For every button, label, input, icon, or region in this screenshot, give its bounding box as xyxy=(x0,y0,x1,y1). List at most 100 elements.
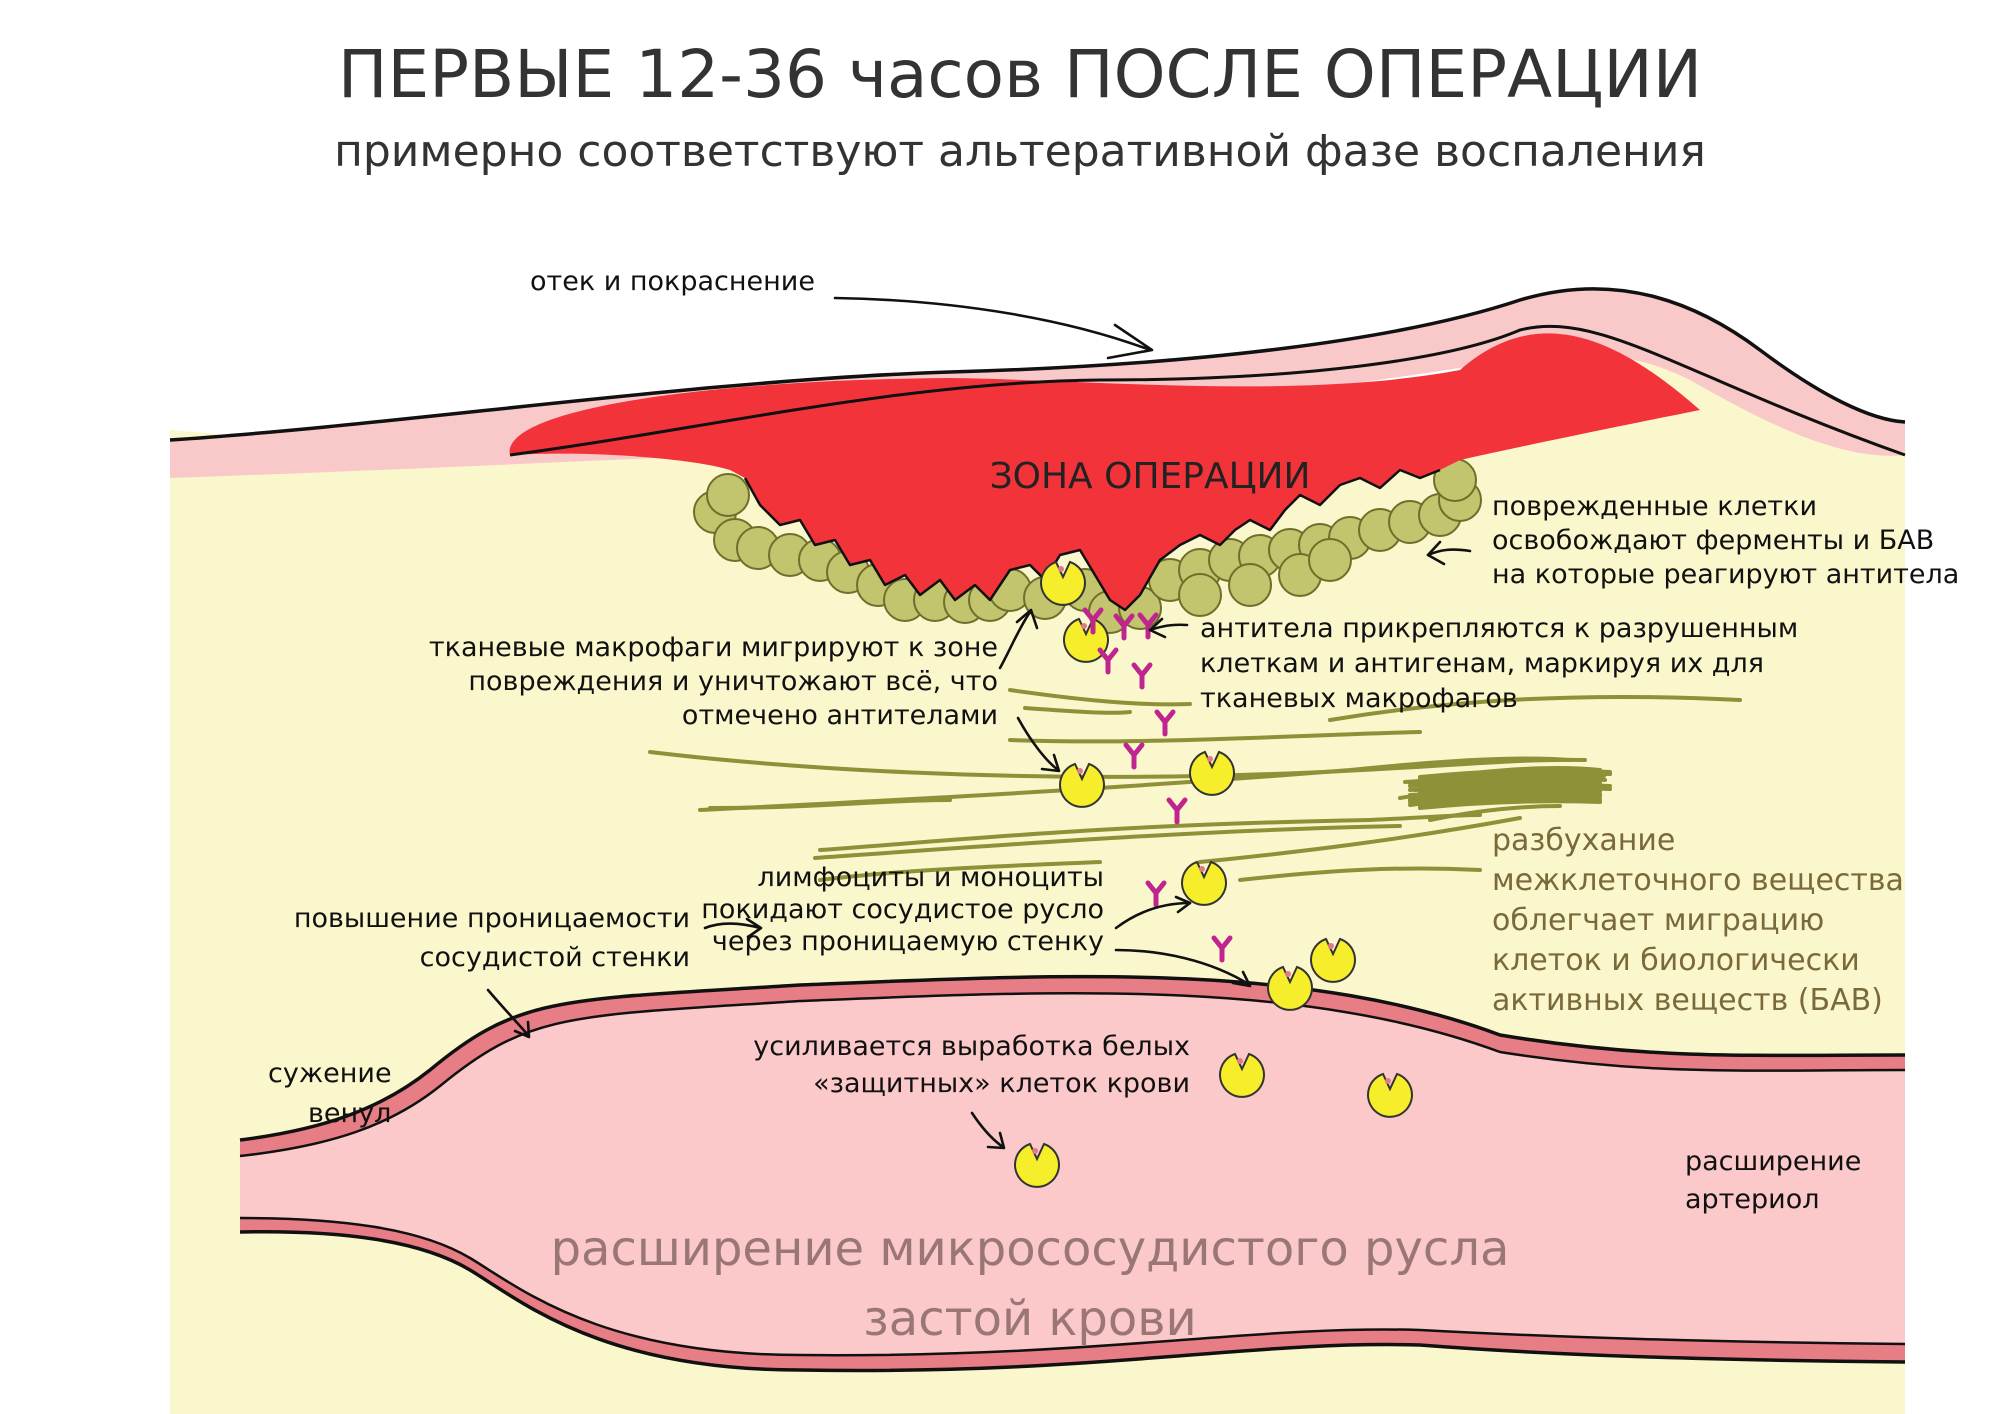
label-lymphocytes-line: покидают сосудистое русло xyxy=(701,894,1104,925)
antibody xyxy=(1137,612,1159,640)
macrophage-body xyxy=(1367,1072,1413,1118)
label-white-cells-line: усиливается выработка белых xyxy=(753,1031,1190,1062)
macrophage-body xyxy=(1267,965,1313,1011)
label-swelling: разбухание межклеточного вещества облегч… xyxy=(1492,823,1904,1018)
macrophage xyxy=(1310,937,1356,983)
arrow-edema xyxy=(833,296,1152,352)
macrophage xyxy=(1189,750,1235,796)
macrophage-body xyxy=(1219,1052,1265,1098)
label-permeability: повышение проницаемости сосудистой стенк… xyxy=(294,903,690,973)
label-macrophages: тканевые макрофаги мигрируют к зоне повр… xyxy=(429,632,998,731)
macrophage-body xyxy=(1040,560,1086,606)
label-arterioles-line: расширение xyxy=(1685,1146,1861,1177)
macrophage-granule xyxy=(1285,971,1291,977)
damaged-cell xyxy=(1178,573,1222,617)
macrophage xyxy=(1219,1052,1265,1098)
antibody xyxy=(1166,797,1188,825)
label-arterioles-line: артериол xyxy=(1685,1184,1820,1215)
label-macrophages-line: повреждения и уничтожают всё, что xyxy=(468,666,998,697)
damaged-cell xyxy=(1228,563,1272,607)
macrophage xyxy=(1367,1072,1413,1118)
label-swelling-line: активных веществ (БАВ) xyxy=(1492,983,1883,1018)
macrophage-granule xyxy=(1385,1078,1391,1084)
skin-outline-top xyxy=(169,287,1906,442)
macrophage-body xyxy=(1059,762,1105,808)
label-venule: сужение венул xyxy=(268,1058,392,1129)
macrophages xyxy=(1014,560,1413,1188)
label-permeability-line: сосудистой стенки xyxy=(420,942,690,973)
macrophage-body xyxy=(1310,937,1356,983)
vessel-lumen xyxy=(240,993,1905,1356)
macrophage xyxy=(1059,762,1105,808)
antibodies xyxy=(1082,607,1233,963)
label-antibodies-line: тканевых макрофагов xyxy=(1200,683,1518,714)
macrophage-body xyxy=(1189,750,1235,796)
macrophage xyxy=(1014,1142,1060,1188)
label-venule-line: венул xyxy=(308,1098,391,1129)
label-bottom: расширение микрососудистого русла застой… xyxy=(551,1221,1510,1347)
label-macrophages-line: отмечено антителами xyxy=(682,700,998,731)
macrophage xyxy=(1040,560,1086,606)
macrophage xyxy=(1267,965,1313,1011)
label-swelling-line: облегчает миграцию xyxy=(1492,903,1824,938)
antibody xyxy=(1145,880,1167,908)
arrow-antibodies xyxy=(1148,623,1189,632)
arrow-lymphocytes-1 xyxy=(1114,901,1192,930)
macrophage-body xyxy=(1181,860,1227,906)
antibody xyxy=(1154,709,1176,737)
antibody xyxy=(1113,613,1135,641)
antibody xyxy=(1123,742,1145,770)
label-lymphocytes-line: лимфоциты и моноциты xyxy=(758,862,1105,893)
label-permeability-line: повышение проницаемости xyxy=(294,903,690,934)
macrophage-body xyxy=(1063,617,1109,663)
damaged-cells xyxy=(693,458,1482,634)
arrow-white-cells xyxy=(970,1111,1005,1149)
macrophage xyxy=(1063,617,1109,663)
arrow-permeability xyxy=(703,922,762,930)
arrow-macrophages-up xyxy=(998,610,1032,670)
label-white-cells-line: «защитных» клеток крови xyxy=(813,1068,1190,1099)
page-subtitle: примерно соответствуют альтеративной фаз… xyxy=(334,126,1706,177)
label-bottom-line: застой крови xyxy=(863,1291,1196,1347)
label-arterioles: расширение артериол xyxy=(1685,1146,1861,1215)
label-damaged-cells-line: на которые реагируют антитела xyxy=(1492,559,1959,590)
macrophage-granule xyxy=(1058,566,1064,572)
macrophage-granule xyxy=(1077,768,1083,774)
label-lymphocytes: лимфоциты и моноциты покидают сосудистое… xyxy=(701,862,1104,957)
arrow-vessel-wall xyxy=(486,988,530,1037)
label-antibodies-line: антитела прикрепляются к разрушенным xyxy=(1200,613,1798,644)
antibody xyxy=(1211,935,1233,963)
macrophage-body xyxy=(1014,1142,1060,1188)
operation-zone xyxy=(509,333,1700,610)
antibody xyxy=(1097,647,1119,675)
label-venule-line: сужение xyxy=(268,1058,392,1089)
label-edema: отек и покраснение xyxy=(530,266,815,297)
antibody xyxy=(1082,607,1104,635)
label-macrophages-line: тканевые макрофаги мигрируют к зоне xyxy=(429,632,998,663)
annotation-arrows xyxy=(486,296,1472,1150)
label-bottom-line: расширение микрососудистого русла xyxy=(551,1221,1510,1277)
label-damaged-cells: поврежденные клетки освобождают ферменты… xyxy=(1492,491,1959,590)
macrophage xyxy=(1181,860,1227,906)
macrophage-granule xyxy=(1328,943,1334,949)
macrophage-granule xyxy=(1237,1058,1243,1064)
zone-label: ЗОНА ОПЕРАЦИИ xyxy=(990,456,1311,497)
label-damaged-cells-line: освобождают ферменты и БАВ xyxy=(1492,525,1934,556)
label-lymphocytes-line: через проницаемую стенку xyxy=(712,926,1104,957)
label-antibodies-line: клеткам и антигенам, маркируя их для xyxy=(1200,648,1764,679)
page-title: ПЕРВЫЕ 12-36 часов ПОСЛЕ ОПЕРАЦИИ xyxy=(338,36,1702,113)
label-swelling-line: клеток и биологически xyxy=(1492,943,1860,978)
blood-vessel xyxy=(239,974,1905,1373)
arrow-damaged-cells xyxy=(1426,548,1472,557)
macrophage-granule xyxy=(1207,756,1213,762)
damaged-cell xyxy=(1308,538,1352,582)
macrophage-granule xyxy=(1032,1148,1038,1154)
antibody xyxy=(1131,662,1153,690)
macrophage-granule xyxy=(1199,866,1205,872)
arrow-macrophages-down xyxy=(1016,716,1060,772)
label-antibodies: антитела прикрепляются к разрушенным кле… xyxy=(1200,613,1798,714)
macrophage-granule xyxy=(1081,623,1087,629)
label-white-cells: усиливается выработка белых «защитных» к… xyxy=(753,1031,1190,1099)
arrow-lymphocytes-2 xyxy=(1114,948,1252,987)
